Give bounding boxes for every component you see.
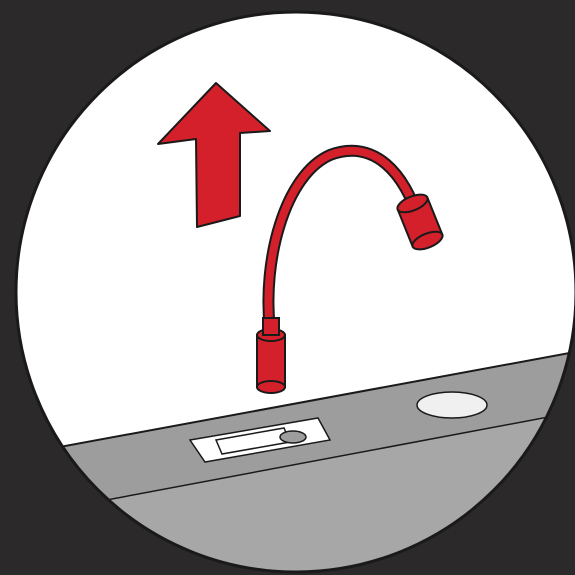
grommet-hole-icon [417,392,487,418]
